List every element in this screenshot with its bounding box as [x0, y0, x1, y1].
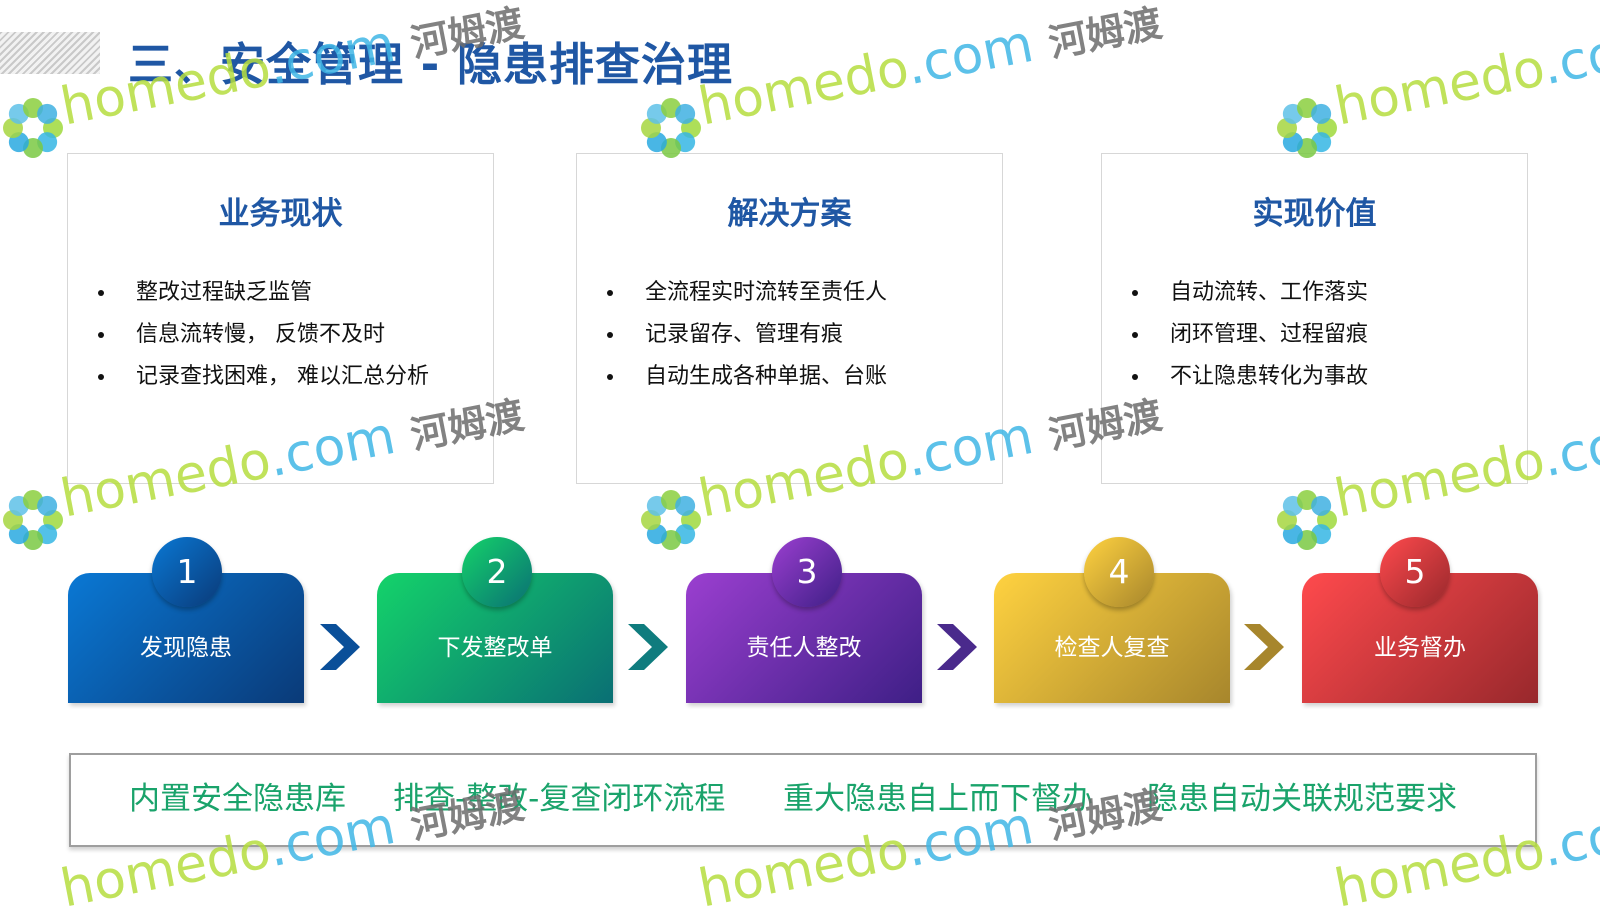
step-number-badge: 2 — [462, 537, 532, 607]
panel-title: 解决方案 — [727, 196, 852, 232]
chevron-right-icon — [1244, 624, 1284, 670]
bullet-icon — [1132, 332, 1138, 338]
flower-logo-icon — [641, 98, 701, 158]
flower-logo-icon — [3, 98, 63, 158]
bullet-icon — [607, 290, 613, 296]
bullet-icon — [1132, 290, 1138, 296]
watermark-text: homedo.com 河姆渡 — [693, 0, 1166, 138]
chevron-right-icon — [937, 624, 977, 670]
step-label: 下发整改单 — [437, 635, 553, 661]
panel-list: 自动流转、工作落实 闭环管理、过程留痕 不让隐患转化为事故 — [1132, 272, 1368, 398]
panel-title: 实现价值 — [1252, 196, 1377, 232]
step-card-4: 检查人复查 — [994, 573, 1230, 703]
feature-item: 排查-整改-复查闭环流程 — [393, 781, 726, 817]
chevron-right-icon — [320, 624, 360, 670]
watermark-text: homedo.com 河姆渡 — [1329, 13, 1600, 138]
title-decoration — [0, 32, 100, 74]
flower-logo-icon — [641, 490, 701, 550]
panel-list: 全流程实时流转至责任人 记录留存、管理有痕 自动生成各种单据、台账 — [607, 272, 887, 398]
panel-title: 业务现状 — [218, 196, 343, 232]
page-title: 三、安全管理 - 隐患排查治理 — [128, 38, 734, 91]
list-item: 全流程实时流转至责任人 — [607, 272, 887, 314]
feature-item: 内置安全隐患库 — [129, 781, 346, 817]
list-item: 闭环管理、过程留痕 — [1132, 314, 1368, 356]
step-label: 发现隐患 — [140, 635, 232, 661]
flower-logo-icon — [1277, 490, 1337, 550]
bullet-icon — [607, 332, 613, 338]
list-item: 记录查找困难， 难以汇总分析 — [98, 356, 429, 398]
bullet-icon — [98, 332, 104, 338]
list-item: 不让隐患转化为事故 — [1132, 356, 1368, 398]
panel-list: 整改过程缺乏监管 信息流转慢， 反馈不及时 记录查找困难， 难以汇总分析 — [98, 272, 429, 398]
flower-logo-icon — [3, 490, 63, 550]
step-label: 业务督办 — [1374, 635, 1466, 661]
step-number-badge: 4 — [1084, 537, 1154, 607]
list-item: 自动流转、工作落实 — [1132, 272, 1368, 314]
bullet-icon — [607, 374, 613, 380]
step-number-badge: 1 — [152, 537, 222, 607]
feature-item: 隐患自动关联规范要求 — [1147, 781, 1457, 817]
step-number-badge: 3 — [772, 537, 842, 607]
step-number-badge: 5 — [1380, 537, 1450, 607]
panel-business-status: 业务现状 整改过程缺乏监管 信息流转慢， 反馈不及时 记录查找困难， 难以汇总分… — [67, 153, 494, 484]
panel-solution: 解决方案 全流程实时流转至责任人 记录留存、管理有痕 自动生成各种单据、台账 — [576, 153, 1003, 484]
features-box: 内置安全隐患库 排查-整改-复查闭环流程 重大隐患自上而下督办 隐患自动关联规范… — [69, 753, 1537, 847]
bullet-icon — [98, 290, 104, 296]
step-label: 检查人复查 — [1054, 635, 1170, 661]
panel-value: 实现价值 自动流转、工作落实 闭环管理、过程留痕 不让隐患转化为事故 — [1101, 153, 1528, 484]
step-card-2: 下发整改单 — [377, 573, 613, 703]
chevron-right-icon — [628, 624, 668, 670]
flower-logo-icon — [1277, 98, 1337, 158]
bullet-icon — [98, 374, 104, 380]
list-item: 信息流转慢， 反馈不及时 — [98, 314, 429, 356]
list-item: 整改过程缺乏监管 — [98, 272, 429, 314]
feature-item: 重大隐患自上而下督办 — [783, 781, 1093, 817]
list-item: 自动生成各种单据、台账 — [607, 356, 887, 398]
step-label: 责任人整改 — [746, 635, 862, 661]
list-item: 记录留存、管理有痕 — [607, 314, 887, 356]
bullet-icon — [1132, 374, 1138, 380]
